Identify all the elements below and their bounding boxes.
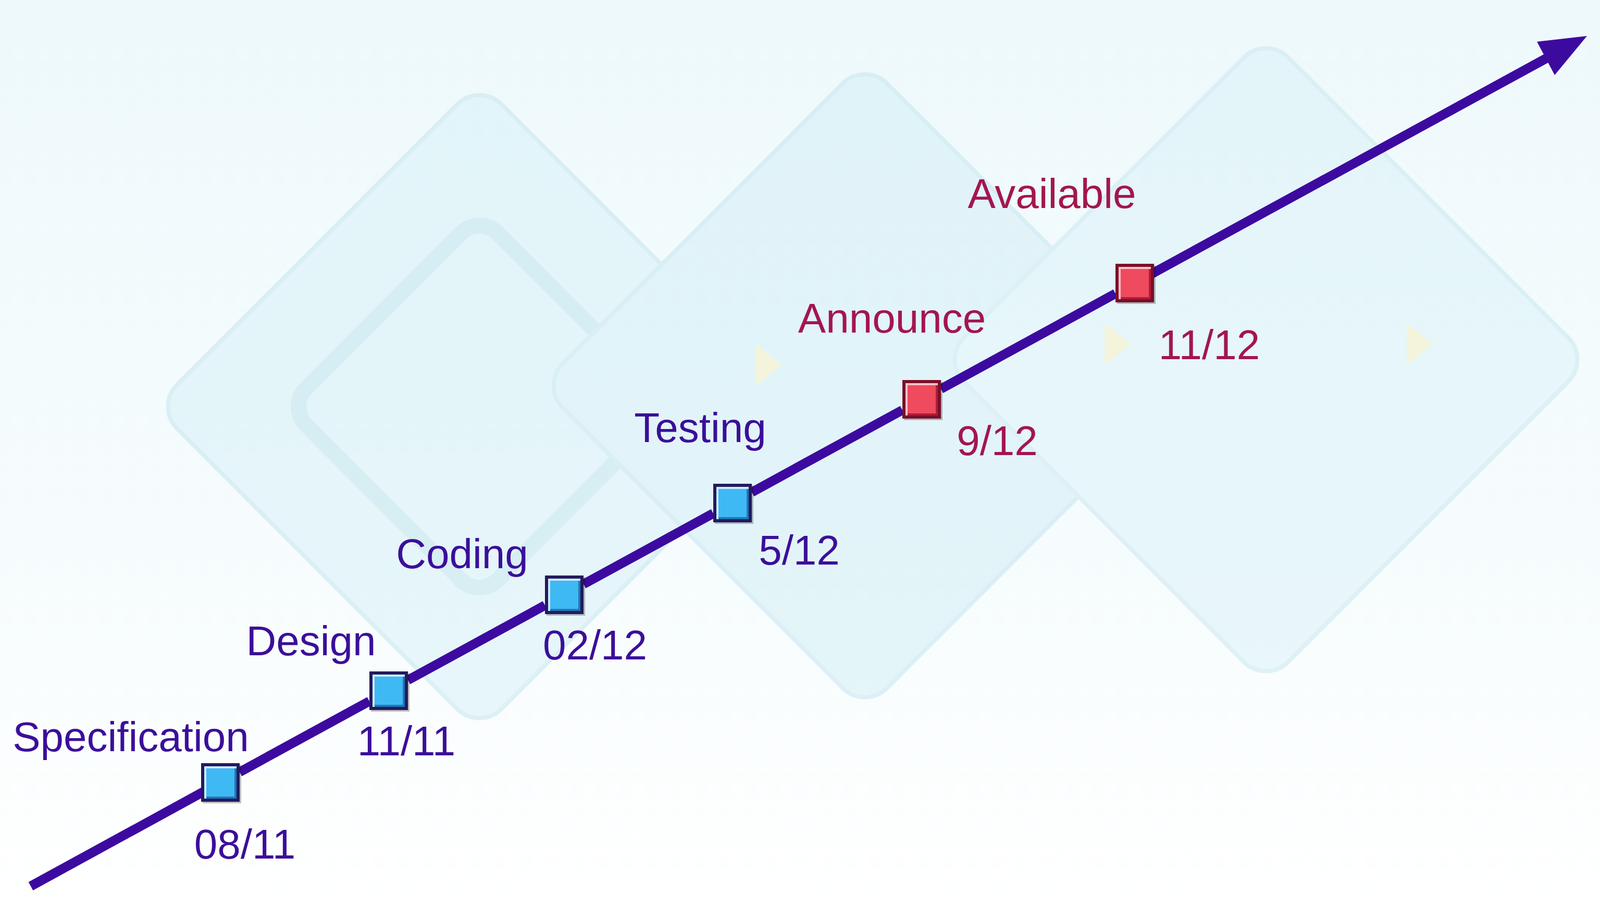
milestone-date: 9/12	[956, 419, 1038, 462]
timeline-arrowhead	[1536, 35, 1587, 76]
milestone-date: 02/12	[542, 624, 648, 666]
diamond-tile	[941, 35, 1591, 685]
play-triangle	[1104, 323, 1131, 365]
milestone-date: 5/12	[758, 529, 840, 572]
milestone-marker: Announce9/12	[902, 379, 941, 419]
milestone-marker: Testing5/12	[713, 483, 752, 523]
timeline-segment	[751, 410, 903, 493]
timeline-segment	[583, 513, 714, 585]
milestone-label: Specification	[12, 715, 250, 758]
milestone-label: Coding	[395, 532, 529, 575]
play-triangle	[1406, 323, 1433, 365]
milestone-label: Design	[245, 619, 376, 662]
diamond-tiles	[155, 35, 1591, 731]
milestone-date: 11/12	[1158, 324, 1260, 366]
milestone-date: 11/11	[357, 720, 456, 762]
timeline-segment	[239, 700, 370, 772]
milestone-label: Testing	[634, 406, 766, 449]
milestone-date: 08/11	[194, 823, 296, 865]
milestone-label: Announce	[798, 297, 986, 340]
timeline-segment	[407, 604, 545, 680]
milestone-label: Available	[967, 172, 1136, 215]
milestone-marker: Design11/11	[369, 671, 408, 710]
play-triangle	[755, 343, 782, 386]
timeline-lead-out	[1134, 56, 1550, 283]
timeline-lead-in	[30, 782, 221, 886]
milestone-marker: Specification08/11	[201, 762, 240, 802]
milestone-marker: Available11/12	[1115, 263, 1155, 303]
milestone-marker: Coding02/12	[544, 575, 584, 614]
